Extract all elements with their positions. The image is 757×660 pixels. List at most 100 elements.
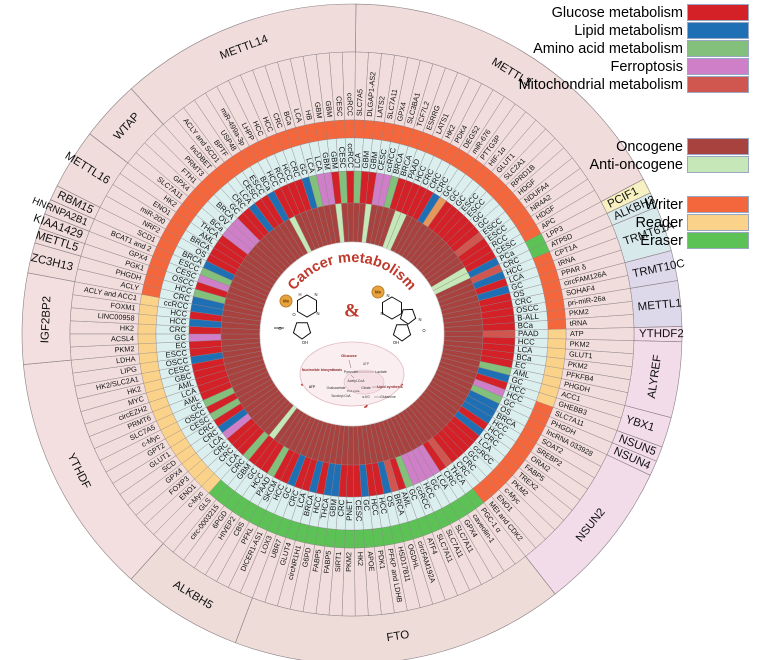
pathway-node: ATP [309,385,316,389]
legend-swatch-lipid [687,22,749,39]
cancer-label: GBM [328,499,339,518]
gene-label: PKM2 [114,344,134,354]
role-segment-eraser [363,528,375,548]
ribose-ring-right [392,324,412,342]
gene-label: FABP5 [311,549,323,573]
ring-oncogene [220,202,484,466]
tca-cycle-ellipse [343,369,385,395]
legend-oncogene: Oncogene Anti-oncogene [589,138,749,174]
protein-label-FTO: FTO [386,629,410,644]
legend-item: Writer [635,196,749,213]
legend-item: Glucose metabolism [519,4,749,21]
gene-label: CESC [334,96,344,117]
legend-swatch-writer [687,196,749,213]
gene-label: HK2 [126,384,142,396]
legend-swatch-reader [687,214,749,231]
cancer-label: HCC [369,498,380,516]
metabolism-segment-glucose [346,464,355,498]
cancer-label: EC [175,341,187,351]
pathway-edge-label: ATP [363,362,369,366]
gene-label: LINC00958 [97,311,134,323]
cancer-label: GC [174,333,186,342]
cancer-label: LCA [353,152,363,168]
gene-label: HB [303,109,314,121]
gene-label: PKM2 [570,339,590,349]
gene-label: BCa [282,110,295,127]
pathway-node: Lipid synthesis [377,385,403,389]
role-segment-writer [354,119,365,139]
atom-N: N [316,311,319,316]
cancer-label: GC [361,499,371,512]
cancer-label: ESCC [165,348,188,359]
pathway-edge-label: ATP [309,385,315,389]
center-ampersand: & [344,300,360,321]
gene-label: GBM [313,101,324,119]
gene-label: ACSL4 [111,334,134,344]
pathway-node: Nucleotide biosynthesis [302,368,342,372]
cancer-label: HCC [169,316,187,326]
cancer-label: GC [510,280,524,292]
atom-N: N [314,292,317,297]
gene-label: G6PD [300,547,313,568]
cancer-label: CRC [169,325,186,334]
pyrimidine-ring [297,294,317,318]
atom-OH: OH [393,340,399,345]
legend-label: Writer [644,196,683,213]
methyl-badge-right: Me [375,290,382,295]
gene-label: HK2 [356,552,365,567]
cancer-label: GBM [329,151,340,170]
legend-label: Reader [635,214,683,231]
legend-swatch-anti-oncogene [687,156,749,173]
legend-label: Eraser [640,232,683,249]
methyl-badge-left-circle [279,294,293,308]
ribose-ring-left [292,322,312,340]
role-segment-writer [546,309,566,321]
legend-role: Writer Reader Eraser [635,196,749,250]
legend-swatch-mitochondrial [687,76,749,93]
atom-N: N [386,293,389,298]
legend-metabolism: Glucose metabolism Lipid metabolism Amin… [519,4,749,94]
cancer-label: EC [514,360,527,371]
role-segment-writer [344,119,355,139]
cancer-label: OSCC [516,303,540,315]
cancer-label: HCC [170,308,188,319]
methyl-badge-right-circle [371,285,385,299]
cancer-label: BCa [518,321,534,331]
cancer-label: BCa [516,352,533,363]
gene-label: ccRCC [345,93,354,116]
legend-label: Ferroptosis [610,58,683,75]
gene-label: APOE [366,551,377,572]
cancer-label: HCC [518,337,536,347]
legend-item: Lipid metabolism [519,22,749,39]
gene-label: FOXM1 [110,301,136,313]
metabolism-segment-mito [482,330,516,339]
pathway-node: Acetyl-CoA [348,379,366,383]
cancer-label: LCA [312,155,324,172]
role-segment-eraser [354,529,365,549]
gene-label: PKM2 [569,307,590,318]
cancer-label: GBM [320,152,332,171]
legend-item: Eraser [635,232,749,249]
pathway-node: TCA cycle [346,389,359,393]
ring-protein: METTL3PCIF1ALKBH3TRMT61ATRMT10CMETTL1YTH… [21,3,686,660]
legend-label: Amino acid metabolism [533,40,683,57]
cancer-label: HCC [377,497,389,516]
ring-role [137,119,567,549]
cancer-label: B-ALL [517,312,540,323]
gene-label: SIRT1 [333,551,343,572]
gene-label: LDHA [116,354,137,365]
cancer-label: GBM [361,150,371,168]
atom-O: O [278,326,282,331]
atom-O: O [422,328,426,333]
gene-label: ATP [570,329,584,338]
cancer-label: CESC [354,500,364,522]
protein-label-METTL1: METTL1 [637,297,682,313]
legend-swatch-eraser [687,232,749,249]
metabolism-segment-glucose [346,170,355,204]
gene-label: LATS2 [375,96,387,119]
role-segment-reader [137,333,157,345]
